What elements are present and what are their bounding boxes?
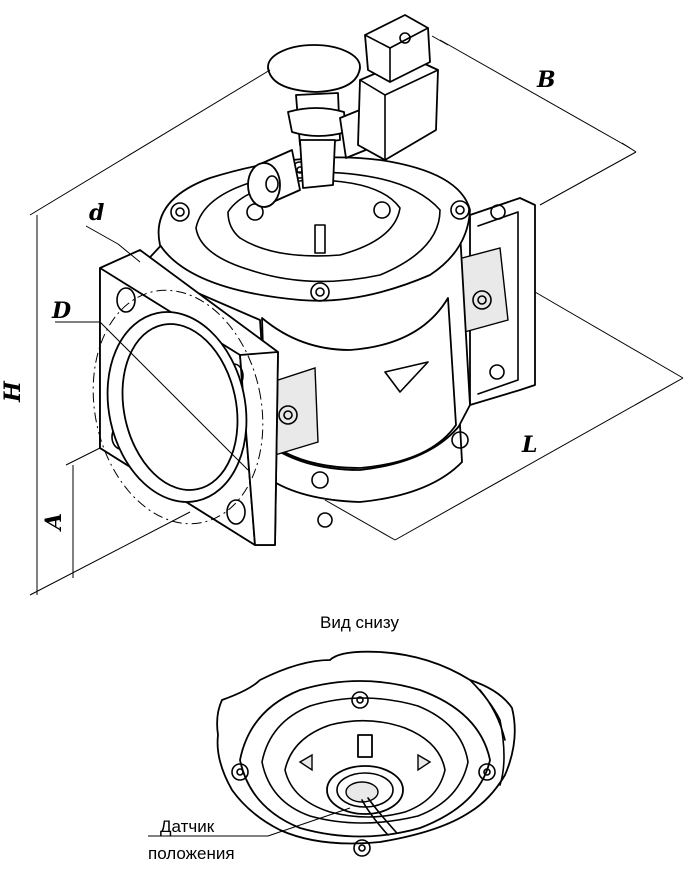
valve-isometric-view: B d D H A L	[0, 14, 684, 596]
sensor-label-line2: положения	[148, 844, 235, 863]
position-sensor-icon	[326, 734, 404, 836]
dimension-label-a: A	[41, 513, 67, 532]
sensor-label-line1: Датчик	[160, 817, 215, 836]
dimension-label-d-small: d	[89, 200, 104, 226]
dimension-lines	[29, 35, 684, 596]
bottom-bolt-icon	[231, 691, 496, 857]
dimension-label-d-large: D	[51, 298, 71, 324]
bottom-view-title: Вид снизу	[320, 613, 399, 632]
electrical-connector-icon	[357, 14, 439, 161]
bottom-view: Вид снизу Датчик	[148, 613, 516, 863]
dimension-label-b: B	[536, 67, 556, 93]
dimension-label-l: L	[521, 432, 537, 458]
dimension-label-h: H	[0, 380, 26, 403]
